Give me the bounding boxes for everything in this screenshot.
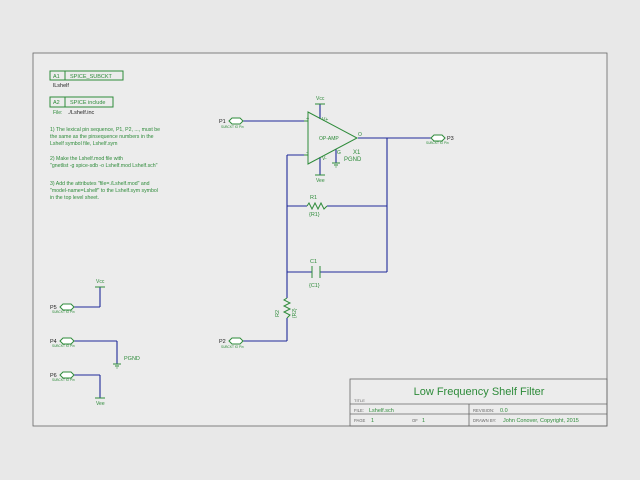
io-pin-p4: P4 SUBCKT IO Pin (50, 337, 75, 348)
title-block: Low Frequency Shelf Filter TITLE FILE: L… (349, 378, 608, 427)
attribute-a1: A1 SPICE_SUBCKT lLshelf (49, 70, 124, 89)
note-3-line-2: "model-name=Lshelf" to the Lshelf.sym sy… (50, 188, 158, 194)
opamp-vminus: V- (322, 156, 327, 162)
nets (243, 104, 431, 342)
note-1-line-3: Lshelf symbol file, Lshelf.sym (50, 141, 117, 147)
opamp-in-plus: + (306, 116, 309, 122)
c1-refdes: C1 (310, 259, 317, 265)
c1-value: {C1} (309, 283, 320, 289)
io-pin-p6: P6 SUBCKT IO Pin (50, 371, 75, 382)
attr-a2-file-label: File: (53, 110, 62, 116)
p4-name: P4 (50, 339, 57, 345)
io-pin-p3: P3 SUBCKT IO Pin (426, 134, 454, 145)
note-2-line-2: "gnetlist -g spice-sdb -o Lshelf.mod Lsh… (50, 163, 158, 169)
capacitor-c1: C1 {C1} (309, 259, 321, 289)
p6-sub: SUBCKT IO Pin (52, 378, 75, 382)
power-vcc-label: Vcc (96, 279, 105, 285)
opamp-gnd-pin: G (337, 150, 341, 156)
page-value: 1 (371, 418, 374, 424)
note-1-line-2: the same as the pinsequence numbers in t… (50, 134, 154, 140)
opamp-model: PGND (344, 157, 362, 163)
note-2-line-1: 2) Make the Lshelf.mod file with (50, 156, 123, 162)
io-pin-p5: P5 SUBCKT IO Pin (50, 303, 75, 314)
p3-sub: SUBCKT IO Pin (426, 141, 449, 145)
resistor-r1: R1 {R1} (306, 195, 328, 218)
opamp-refdes: X1 (353, 150, 361, 156)
attr-a2-value: ./Lshelf.inc (68, 110, 95, 116)
notes-block: 1) The lexical pin sequence, P1, P2, ...… (50, 127, 160, 201)
io-pin-p1: P1 SUBCKT IO Pin (219, 117, 244, 129)
p5-name: P5 (50, 305, 57, 311)
resistor-r2: R2 {R2} (275, 297, 298, 319)
p1-name: P1 (219, 119, 226, 125)
attr-a2-box: A2 (53, 100, 60, 106)
opamp-label: OP-AMP (319, 136, 339, 142)
opamp-out-pin: O (358, 132, 362, 138)
p2-name: P2 (219, 339, 226, 345)
p2-sub: SUBCKT IO Pin (221, 345, 244, 349)
note-1-line-1: 1) The lexical pin sequence, P1, P2, ...… (50, 127, 160, 133)
revision-value: 0.0 (500, 408, 508, 414)
opamp-x1: + - V+ V- OP-AMP O G X1 PGND Vcc Vee (304, 96, 362, 184)
drawn-by-value: John Conover, Copyright, 2015 (503, 418, 579, 424)
power-vee-label: Vee (96, 401, 105, 407)
r2-value: {R2} (292, 308, 298, 318)
of-value: 1 (422, 418, 425, 424)
r1-value: {R1} (309, 212, 320, 218)
p6-name: P6 (50, 373, 57, 379)
title-text: Low Frequency Shelf Filter (414, 386, 545, 398)
note-3-line-3: in the top level sheet. (50, 195, 99, 201)
page-label: PAGE (354, 418, 366, 423)
r2-refdes: R2 (275, 310, 281, 317)
opamp-in-minus: - (306, 150, 308, 156)
attr-a1-name: SPICE_SUBCKT (70, 74, 113, 80)
r1-refdes: R1 (310, 195, 317, 201)
opamp-vcc-label: Vcc (316, 96, 325, 102)
attr-a1-box: A1 (53, 74, 60, 80)
power-pins: Vcc PGND Vee P5 SUBCKT IO Pin P4 SUBCKT … (50, 279, 140, 407)
p1-sub: SUBCKT IO Pin (221, 125, 244, 129)
note-3-line-1: 3) Add the attributes "file=./Lshelf.mod… (50, 181, 150, 187)
of-label: OF (412, 418, 418, 423)
drawn-by-label: DRAWN BY: (473, 418, 496, 423)
file-label: FILE: (354, 408, 364, 413)
opamp-vplus: V+ (322, 117, 328, 123)
p4-sub: SUBCKT IO Pin (52, 344, 75, 348)
p3-name: P3 (447, 136, 454, 142)
io-pin-p2: P2 SUBCKT IO Pin (219, 337, 244, 349)
attr-a1-value: lLshelf (53, 83, 69, 89)
opamp-vee-label: Vee (316, 178, 325, 184)
attr-a2-name: SPICE include (70, 100, 105, 106)
title-label: TITLE (354, 398, 365, 403)
file-value: Lshelf.sch (369, 408, 394, 414)
p5-sub: SUBCKT IO Pin (52, 310, 75, 314)
attribute-a2: A2 SPICE include File: ./Lshelf.inc (49, 96, 114, 116)
revision-label: REVISION: (473, 408, 494, 413)
power-pgnd-label: PGND (124, 356, 140, 362)
